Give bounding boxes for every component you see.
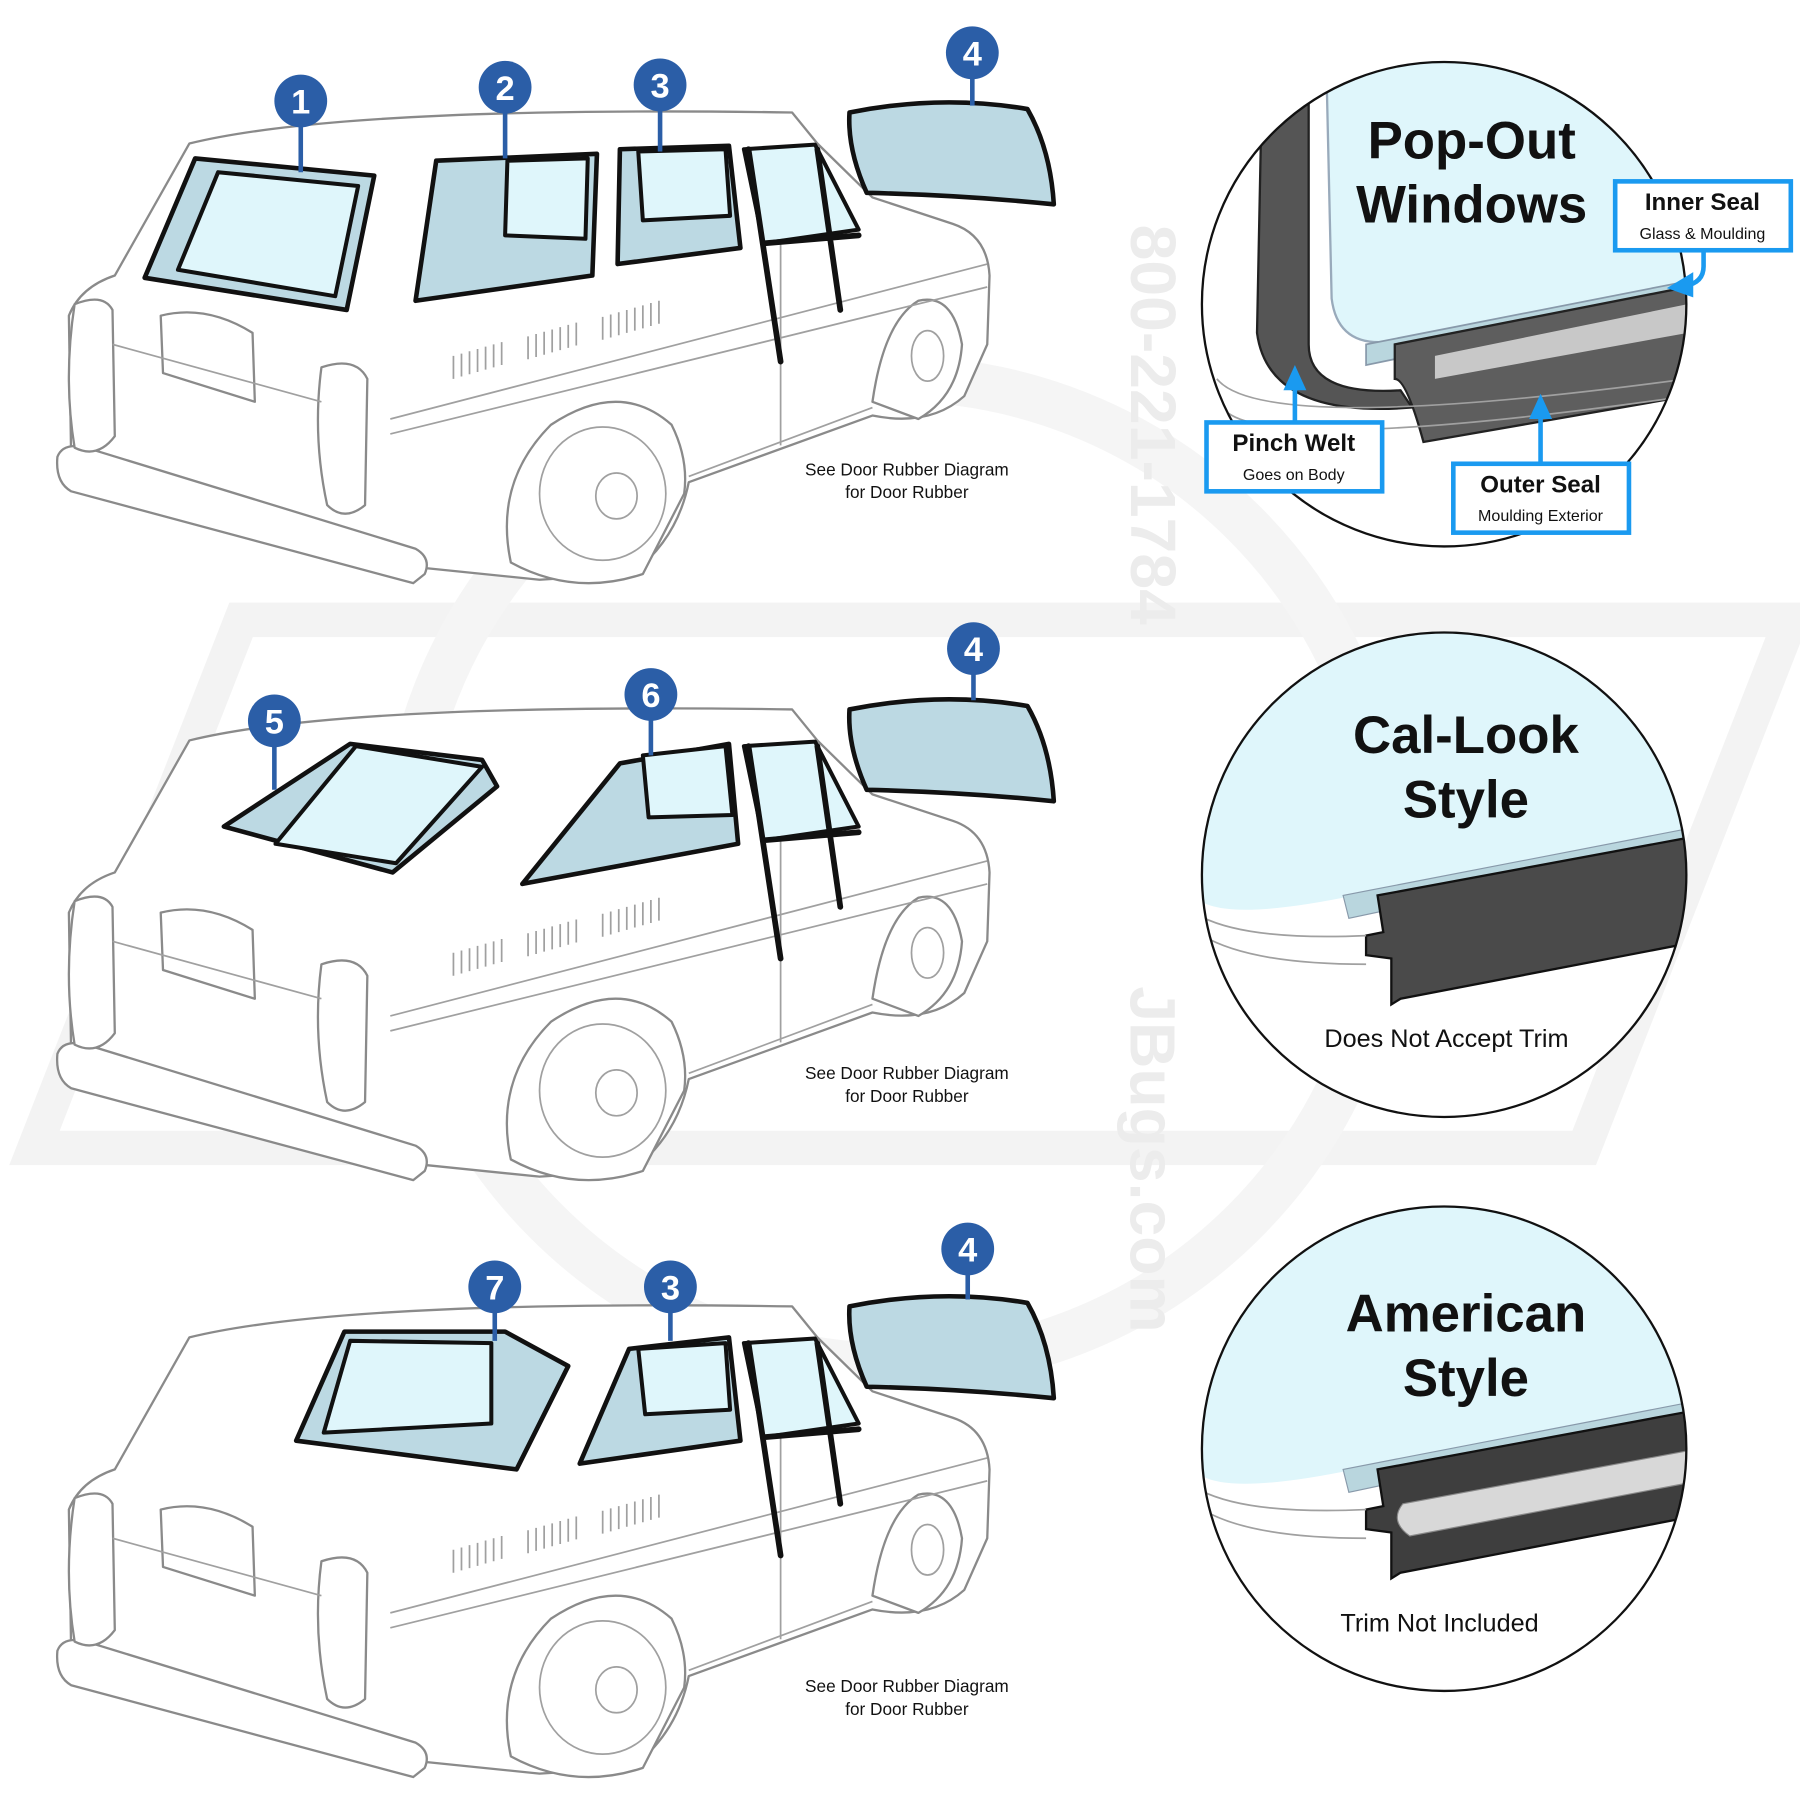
- detail-cal-look-style: Cal-Look Style Does Not Accept Trim: [1200, 631, 1688, 1119]
- callout-circle: [624, 668, 678, 721]
- window-4-windshield: [849, 699, 1054, 801]
- callout-number: 3: [661, 1269, 680, 1307]
- callout-number: 6: [641, 677, 660, 715]
- outer-seal-sub: Moulding Exterior: [1478, 507, 1604, 525]
- callout-badge-1: 1: [274, 74, 328, 173]
- callout-badge-2: 2: [478, 60, 532, 159]
- inner-seal-label: Inner Seal: [1645, 189, 1760, 216]
- callout-number: 2: [496, 70, 515, 108]
- detail-pop-out-windows: Pop-Out Windows Inner Seal Glass & Mould…: [1200, 60, 1794, 548]
- detail-american-style: American Style Trim Not Included: [1200, 1205, 1688, 1693]
- outer-seal-label: Outer Seal: [1480, 471, 1601, 498]
- callout-badge-3: 3: [633, 58, 687, 152]
- callout-number: 1: [291, 84, 310, 122]
- callout-number: 3: [650, 68, 669, 106]
- callout-number: 4: [963, 35, 982, 73]
- detail-title: Windows: [1356, 176, 1587, 235]
- pinch-welt-label: Pinch Welt: [1232, 430, 1355, 457]
- note-line: See Door Rubber Diagram: [805, 1676, 1009, 1696]
- callout-badge-4: 4: [947, 622, 1000, 701]
- callout-badge-6: 6: [624, 668, 678, 756]
- window-4-windshield: [849, 102, 1054, 204]
- callout-circle: [247, 694, 301, 748]
- detail-title: Style: [1403, 1349, 1529, 1408]
- window-4-windshield: [849, 1296, 1054, 1398]
- door-rubber-note: See Door Rubber Diagram for Door Rubber …: [805, 459, 1009, 1719]
- callout-circle: [941, 1222, 995, 1276]
- watermark-phone: 800-221-1784: [1117, 225, 1189, 625]
- detail-title: Style: [1403, 770, 1529, 829]
- note-line: for Door Rubber: [845, 1699, 969, 1719]
- callout-badge-3: 3: [644, 1260, 697, 1341]
- detail-title: Pop-Out: [1368, 111, 1576, 170]
- detail-caption: Does Not Accept Trim: [1324, 1025, 1568, 1053]
- callout-circle: [633, 58, 687, 112]
- callout-circle: [945, 26, 999, 80]
- callout-circle: [947, 622, 1000, 675]
- squareback-car: [57, 102, 1054, 583]
- callout-badge-7: 7: [468, 1260, 522, 1341]
- callout-number: 4: [964, 631, 983, 669]
- callout-circle: [478, 60, 532, 114]
- callout-badge-4: 4: [945, 26, 999, 106]
- detail-title: Cal-Look: [1353, 706, 1579, 765]
- notchback-car: [57, 1296, 1054, 1777]
- callout-number: 4: [958, 1232, 977, 1270]
- callout-badge-5: 5: [247, 694, 301, 790]
- callout-badge-4: 4: [941, 1222, 995, 1300]
- callout-number: 7: [485, 1269, 504, 1307]
- watermark-site: JBugs.com: [1117, 986, 1189, 1332]
- detail-caption: Trim Not Included: [1340, 1609, 1538, 1637]
- callout-circle: [468, 1260, 522, 1314]
- callout-number: 5: [265, 704, 284, 742]
- note-line: for Door Rubber: [845, 1086, 969, 1106]
- note-line: See Door Rubber Diagram: [805, 1063, 1009, 1083]
- callout-circle: [644, 1260, 697, 1314]
- note-line: See Door Rubber Diagram: [805, 459, 1009, 479]
- fastback-car: [57, 699, 1054, 1180]
- callout-circle: [274, 74, 328, 128]
- inner-seal-sub: Glass & Moulding: [1639, 225, 1765, 243]
- pinch-welt-sub: Goes on Body: [1243, 466, 1345, 484]
- note-line: for Door Rubber: [845, 482, 969, 502]
- detail-title: American: [1346, 1285, 1587, 1344]
